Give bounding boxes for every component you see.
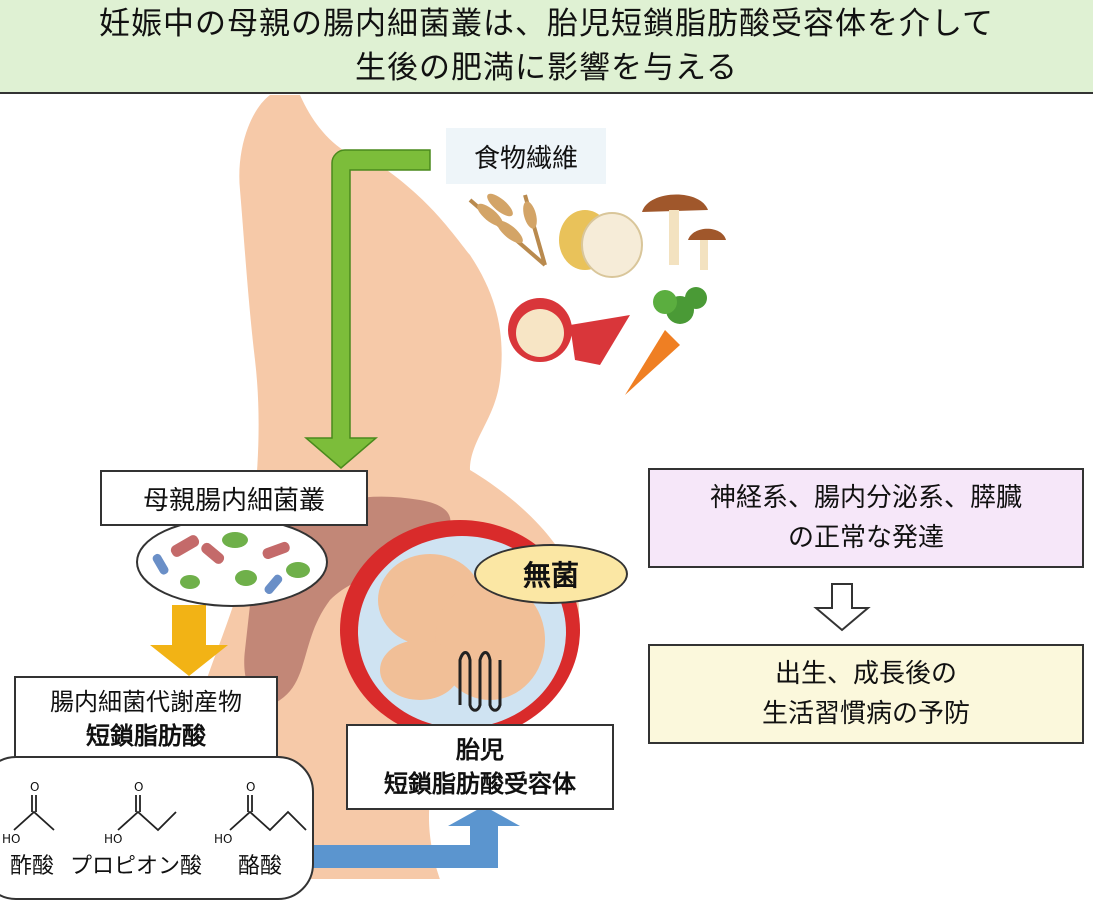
fetus-illustration (378, 554, 545, 700)
propionic-o-label: O (134, 780, 144, 794)
bacteria-cluster (152, 532, 310, 595)
butyric-acid-label: 酪酸 (238, 854, 283, 879)
prevention-line-1: 出生、成長後の (774, 659, 957, 689)
dietary-fiber-label: 食物繊維 (446, 128, 606, 184)
fiber-arrow (303, 149, 431, 469)
chemical-structures (13, 795, 307, 832)
metabolite-line-1: 腸内細菌代謝産物 (50, 688, 242, 716)
maternal-microbiota-label: 母親腸内細菌叢 (100, 470, 368, 526)
prevention-line-2: 生活習慣病の予防 (761, 699, 970, 729)
development-line-1: 神経系、腸内分泌系、膵臓 (709, 483, 1022, 513)
food-illustrations (468, 193, 726, 395)
metabolite-box: 腸内細菌代謝産物 短鎖脂肪酸 (14, 676, 278, 760)
wheat-icon (468, 193, 547, 267)
receptor-arrow (312, 806, 520, 868)
acetic-acid-label: 酢酸 (10, 854, 55, 879)
propionic-acid-label: プロピオン酸 (70, 854, 203, 879)
fetal-receptor-line-1: 胎児 (456, 736, 504, 764)
butyric-ho-label: HO (214, 832, 233, 846)
propionic-ho-label: HO (104, 832, 123, 846)
propionic-acid-structure (117, 795, 177, 832)
acetic-ho-label: HO (2, 832, 21, 846)
development-arrow (813, 583, 871, 632)
title-line-2: 生後の肥満に影響を与える (354, 50, 739, 86)
title-line-1: 妊娠中の母親の腸内細菌叢は、胎児短鎖脂肪酸受容体を介して (98, 6, 995, 42)
mushroom-icon (642, 194, 726, 270)
acetic-acid-structure (13, 795, 55, 831)
onion-icon (559, 210, 643, 278)
carrot-icon (625, 287, 707, 395)
acetic-o-label: O (30, 780, 40, 794)
receptor-coil (458, 651, 502, 712)
fetal-receptor-box: 胎児 短鎖脂肪酸受容体 (346, 724, 614, 810)
butyric-o-label: O (246, 780, 256, 794)
metabolite-line-2: 短鎖脂肪酸 (86, 722, 206, 750)
apple-icon (508, 298, 630, 365)
microbiota-arrow (150, 605, 228, 676)
development-line-2: の正常な発達 (787, 523, 944, 553)
fetal-receptor-line-2: 短鎖脂肪酸受容体 (384, 770, 576, 798)
development-box: 神経系、腸内分泌系、膵臓 の正常な発達 (648, 468, 1084, 568)
prevention-box: 出生、成長後の 生活習慣病の予防 (648, 644, 1084, 744)
sterile-label: 無菌 (474, 544, 628, 604)
butyric-acid-structure (229, 795, 307, 832)
title-banner: 妊娠中の母親の腸内細菌叢は、胎児短鎖脂肪酸受容体を介して 生後の肥満に影響を与え… (0, 0, 1093, 94)
